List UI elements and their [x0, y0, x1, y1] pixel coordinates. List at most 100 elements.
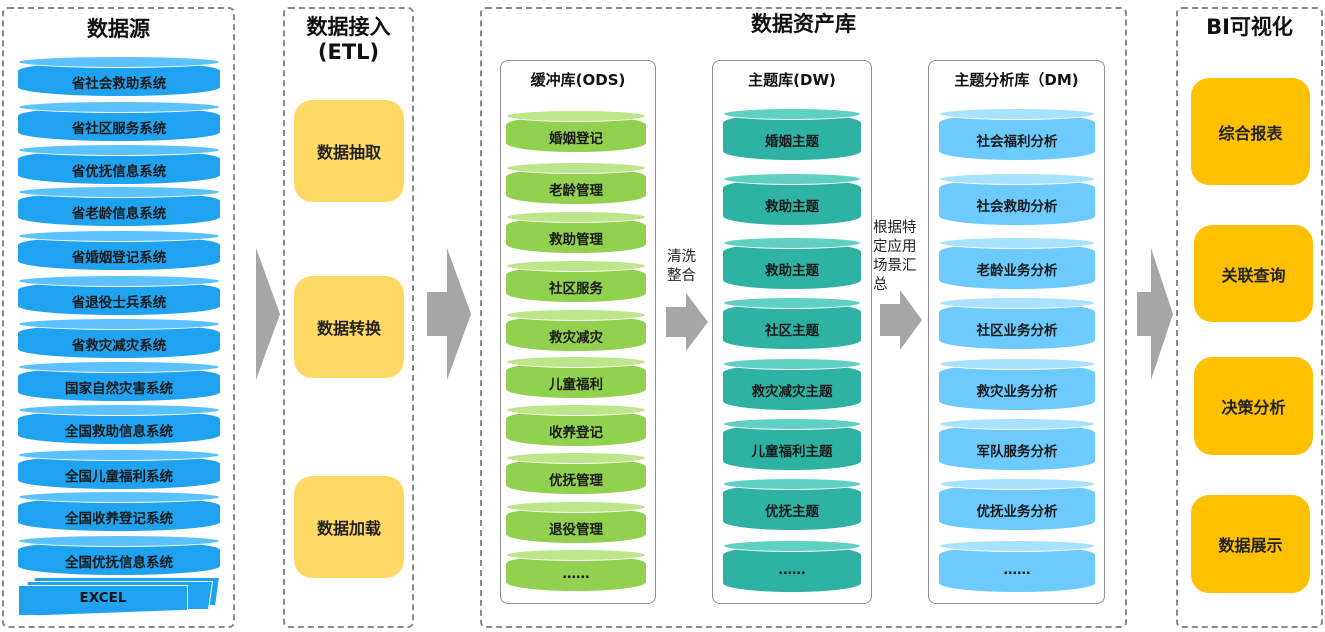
- dw-topic-cylinder: 婚姻主题: [723, 108, 861, 160]
- clean-note-line1: 清洗: [667, 249, 696, 265]
- dw-topic-label: 社区主题: [765, 323, 819, 339]
- source-system-label: 全国收养登记系统: [65, 511, 173, 527]
- etl-step-load: 数据加载: [294, 476, 404, 578]
- dm-analysis-label: 军队服务分析: [976, 444, 1058, 460]
- source-system-label: 全国儿童福利系统: [65, 469, 173, 485]
- dw-topic-cylinder: 儿童福利主题: [723, 418, 861, 470]
- bi-item-report: 综合报表: [1191, 78, 1310, 185]
- data-asset-panel: 数据资产库: [480, 7, 1127, 628]
- source-system-cylinder: 全国儿童福利系统: [18, 449, 220, 489]
- etl-title-line2: (ETL): [317, 40, 380, 64]
- etl-step-extract: 数据抽取: [294, 100, 404, 202]
- bi-item-display: 数据展示: [1191, 495, 1310, 593]
- arrow-right-icon: [666, 293, 708, 351]
- ods-table-label: 婚姻登记: [549, 131, 603, 147]
- summary-note: 根据特 定应用 场景汇 总: [873, 219, 917, 295]
- ods-table-cylinder: 退役管理: [506, 501, 646, 543]
- ods-table-cylinder: 老龄管理: [506, 162, 646, 204]
- ods-table-cylinder: 收养登记: [506, 404, 646, 446]
- ods-table-label: 优抚管理: [549, 473, 603, 489]
- source-system-label: 省优抚信息系统: [71, 164, 167, 180]
- ods-table-cylinder: 社区服务: [506, 260, 646, 302]
- ods-table-cylinder: ……: [506, 549, 646, 591]
- dm-analysis-label: 社会救助分析: [976, 199, 1058, 215]
- etl-panel: 数据接入 (ETL): [283, 7, 414, 628]
- dm-analysis-cylinder: 社会救助分析: [939, 173, 1095, 225]
- dw-title: 主题库(DW): [748, 71, 836, 89]
- source-system-cylinder: 省社区服务系统: [18, 101, 220, 141]
- source-system-cylinder: 省婚姻登记系统: [18, 230, 220, 270]
- ods-table-cylinder: 优抚管理: [506, 452, 646, 494]
- ods-table-label: 老龄管理: [549, 183, 603, 199]
- dm-analysis-cylinder: 军队服务分析: [939, 418, 1095, 470]
- arrow-right-icon: [427, 248, 471, 380]
- clean-note-line2: 整合: [667, 268, 696, 284]
- dm-analysis-label: 老龄业务分析: [976, 263, 1058, 279]
- dm-title: 主题分析库（DM): [954, 71, 1079, 89]
- source-system-label: 国家自然灾害系统: [65, 381, 173, 397]
- dm-analysis-cylinder: 社区业务分析: [939, 297, 1095, 349]
- source-system-label: 省社会救助系统: [71, 76, 167, 92]
- source-system-label: 全国救助信息系统: [65, 424, 173, 440]
- dm-analysis-cylinder: 老龄业务分析: [939, 237, 1095, 289]
- ods-table-cylinder: 婚姻登记: [506, 110, 646, 152]
- ods-table-label: 社区服务: [549, 281, 603, 297]
- source-system-label: 省老龄信息系统: [71, 206, 167, 222]
- ods-table-label: 收养登记: [549, 425, 603, 441]
- dm-analysis-label: 社区业务分析: [976, 323, 1058, 339]
- excel-label: EXCEL: [79, 590, 127, 606]
- ods-table-label: 儿童福利: [549, 377, 603, 393]
- ods-table-cylinder: 救助管理: [506, 211, 646, 253]
- dm-analysis-cylinder: 社会福利分析: [939, 108, 1095, 160]
- source-system-cylinder: 国家自然灾害系统: [18, 361, 220, 401]
- source-system-label: 省退役士兵系统: [71, 295, 167, 311]
- dm-analysis-label: ……: [1003, 562, 1031, 578]
- dw-topic-cylinder: 优抚主题: [723, 478, 861, 530]
- source-system-label: 省社区服务系统: [71, 121, 167, 137]
- dm-analysis-cylinder: ……: [939, 540, 1095, 592]
- dw-topic-label: 救助主题: [765, 199, 819, 215]
- ods-title: 缓冲库(ODS): [530, 71, 626, 89]
- source-system-cylinder: 全国救助信息系统: [18, 404, 220, 444]
- dw-topic-label: 优抚主题: [765, 504, 819, 520]
- source-system-cylinder: 省退役士兵系统: [18, 275, 220, 315]
- bi-title: BI可视化: [1206, 15, 1293, 39]
- source-system-cylinder: 全国收养登记系统: [18, 491, 220, 531]
- ods-table-cylinder: 儿童福利: [506, 356, 646, 398]
- source-system-label: 省婚姻登记系统: [71, 250, 167, 266]
- ods-table-label: 救灾减灾: [549, 330, 603, 346]
- summary-note-line3: 场景汇: [873, 258, 917, 274]
- summary-note-line1: 根据特: [873, 220, 917, 236]
- summary-note-line2: 定应用: [873, 239, 917, 255]
- dw-topic-label: 儿童福利主题: [751, 444, 833, 460]
- dw-topic-cylinder: ……: [723, 540, 861, 592]
- summary-note-line4: 总: [873, 277, 888, 293]
- data-source-panel: 数据源: [2, 7, 235, 628]
- etl-step-transform: 数据转换: [294, 276, 404, 378]
- dw-topic-cylinder: 救灾减灾主题: [723, 358, 861, 410]
- etl-title-line1: 数据接入: [306, 15, 391, 39]
- source-system-cylinder: 省优抚信息系统: [18, 144, 220, 184]
- dw-topic-label: 救灾减灾主题: [751, 384, 833, 400]
- arrow-right-icon: [880, 290, 922, 350]
- clean-note: 清洗 整合: [667, 248, 696, 286]
- source-system-cylinder: 省救灾减灾系统: [18, 318, 220, 358]
- data-asset-title: 数据资产库: [751, 12, 856, 36]
- bi-item-decision: 决策分析: [1194, 357, 1313, 455]
- source-system-label: 全国优抚信息系统: [65, 555, 173, 571]
- ods-table-label: 救助管理: [549, 232, 603, 248]
- dw-topic-label: 婚姻主题: [765, 134, 819, 150]
- source-system-cylinder: 全国优抚信息系统: [18, 535, 220, 575]
- dm-analysis-cylinder: 救灾业务分析: [939, 358, 1095, 410]
- dw-topic-cylinder: 救助主题: [723, 173, 861, 225]
- dw-topic-label: ……: [778, 562, 806, 578]
- dm-analysis-label: 优抚业务分析: [976, 504, 1058, 520]
- bi-item-query: 关联查询: [1194, 225, 1313, 322]
- dw-topic-cylinder: 救助主题: [723, 237, 861, 289]
- data-source-title: 数据源: [87, 17, 150, 41]
- ods-table-label: 退役管理: [549, 522, 603, 538]
- dm-analysis-cylinder: 优抚业务分析: [939, 478, 1095, 530]
- ods-table-label: ……: [562, 566, 590, 582]
- dm-analysis-label: 救灾业务分析: [976, 384, 1058, 400]
- source-system-cylinder: 省社会救助系统: [18, 56, 220, 96]
